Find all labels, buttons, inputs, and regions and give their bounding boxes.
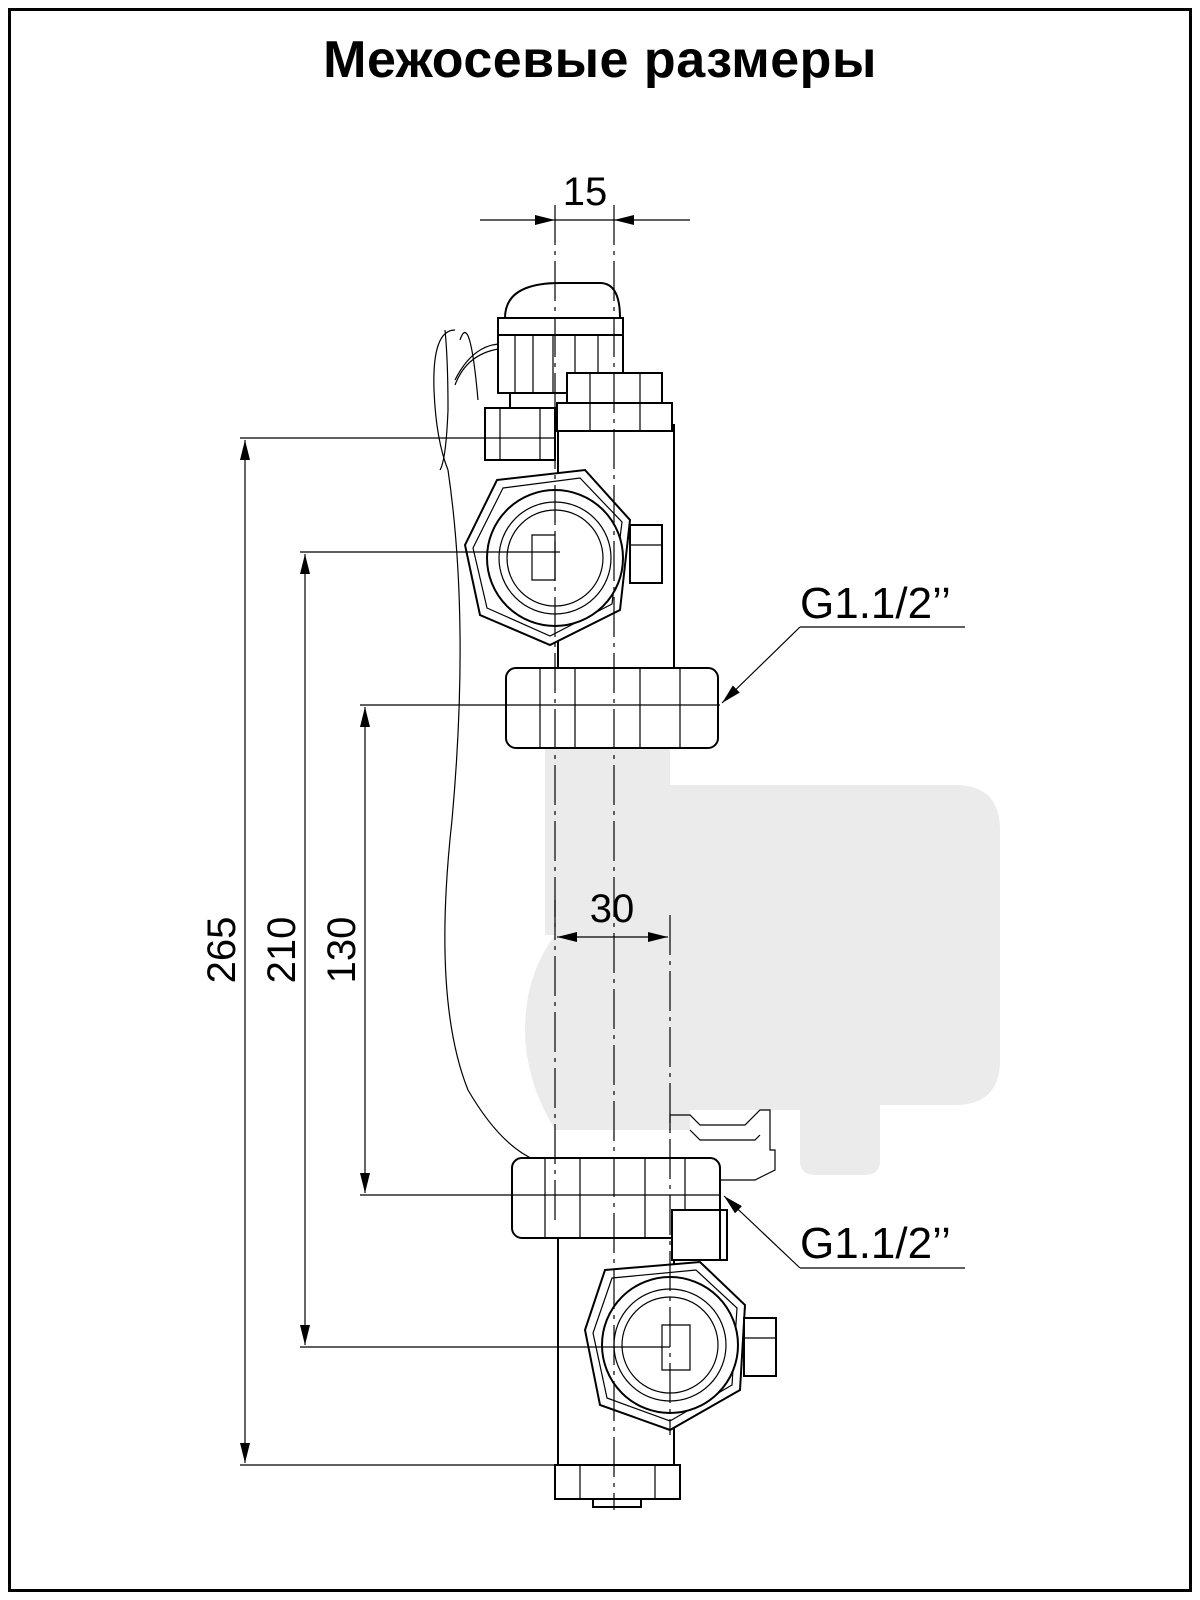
pump-silhouette xyxy=(525,745,1000,1175)
drawing-title: Межосевые размеры xyxy=(323,31,877,89)
drawing-frame xyxy=(8,8,1192,1592)
leader-lower xyxy=(723,1195,801,1269)
dim-label-top-offset: 15 xyxy=(563,170,608,214)
upper-union-nut xyxy=(505,667,719,749)
dim-label-bottom-offset: 30 xyxy=(590,887,635,931)
thread-label-lower: G1.1/2’’ xyxy=(800,1219,951,1268)
bottom-nut xyxy=(554,1464,681,1508)
dim-label-overall: 265 xyxy=(200,917,244,984)
dim-label-pump: 130 xyxy=(320,917,364,984)
lower-nut-collar xyxy=(671,1209,728,1261)
pump-terminal-box xyxy=(669,1109,776,1181)
leader-upper xyxy=(721,626,801,704)
thread-label-upper: G1.1/2’’ xyxy=(800,579,951,628)
capillary-tube xyxy=(433,329,536,1161)
dim-label-ports: 210 xyxy=(260,917,304,984)
